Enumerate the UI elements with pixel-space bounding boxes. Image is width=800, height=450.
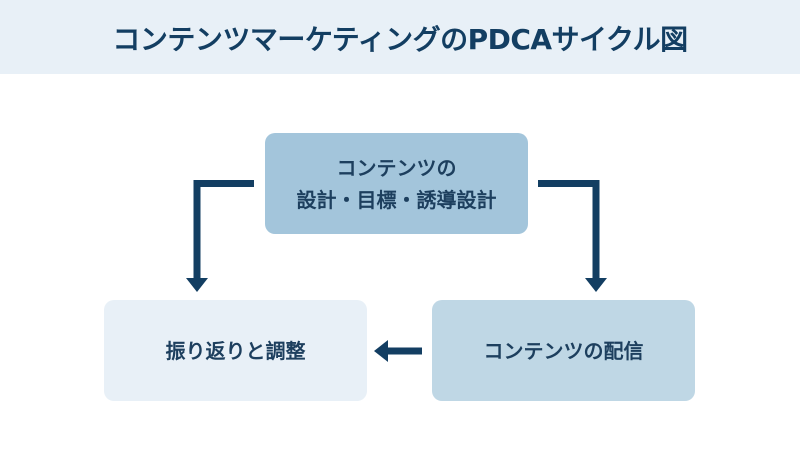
plan-step-line1: コンテンツの xyxy=(336,155,457,180)
plan-step-box: コンテンツの 設計・目標・誘導設計 xyxy=(265,133,528,234)
arrow-plan-to-check-line xyxy=(193,180,254,280)
arrow-do-to-check xyxy=(374,340,422,362)
diagram-title: コンテンツマーケティングのPDCAサイクル図 xyxy=(112,23,688,56)
plan-step-line2: 設計・目標・誘導設計 xyxy=(296,187,497,212)
arrow-plan-to-do-head xyxy=(585,278,607,292)
plan-step-text: コンテンツの 設計・目標・誘導設計 xyxy=(297,152,497,216)
arrow-plan-to-check-head xyxy=(186,278,208,292)
do-step-box: コンテンツの配信 xyxy=(432,300,695,401)
check-step-label: 振り返りと調整 xyxy=(165,338,306,363)
do-step-label: コンテンツの配信 xyxy=(483,338,644,363)
arrow-plan-to-do xyxy=(538,180,607,292)
arrow-do-to-check-head xyxy=(374,340,388,362)
arrow-plan-to-do-line xyxy=(538,180,600,280)
check-step-box: 振り返りと調整 xyxy=(104,300,367,401)
arrow-plan-to-check xyxy=(186,180,254,292)
header-band: コンテンツマーケティングのPDCAサイクル図 xyxy=(0,0,800,74)
